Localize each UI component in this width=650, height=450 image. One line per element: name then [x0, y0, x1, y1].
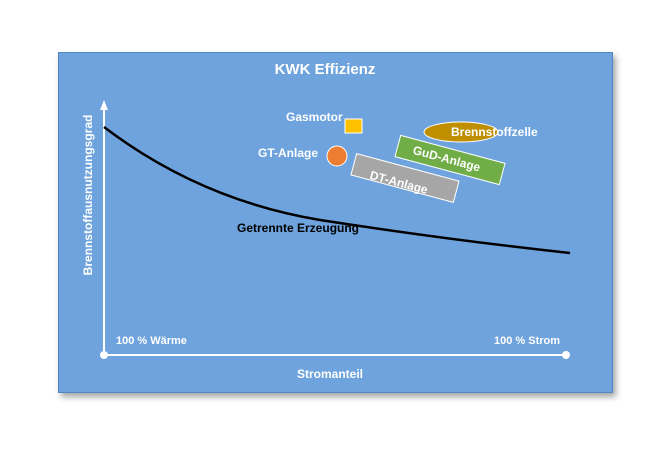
x-axis-right-label: 100 % Strom: [494, 335, 561, 347]
y-axis-label: Brennstoffausnutzungsgrad: [81, 114, 95, 276]
gud-anlage-band: [394, 134, 506, 186]
gt-anlage-label: GT-Anlage: [258, 146, 319, 160]
x-axis-label: Stromanteil: [296, 367, 363, 381]
x-axis-right-dot: [562, 351, 570, 359]
x-axis-left-dot: [100, 351, 108, 359]
separate-generation-label: Getrennte Erzeugung: [237, 221, 360, 235]
diagram-title: KWK Effizienz: [274, 61, 376, 78]
brennstoffzelle-label: Brennstoffzelle: [451, 125, 538, 139]
gasmotor-label: Gasmotor: [286, 110, 343, 124]
x-axis-left-label: 100 % Wärme: [116, 335, 187, 347]
gt-anlage-marker: [326, 145, 348, 167]
dt-anlage-band: [350, 153, 460, 203]
gasmotor-marker: [344, 118, 363, 134]
brennstoffzelle-marker: [423, 121, 499, 143]
y-axis-arrow: [100, 100, 108, 110]
separate-generation-curve: [103, 126, 571, 255]
